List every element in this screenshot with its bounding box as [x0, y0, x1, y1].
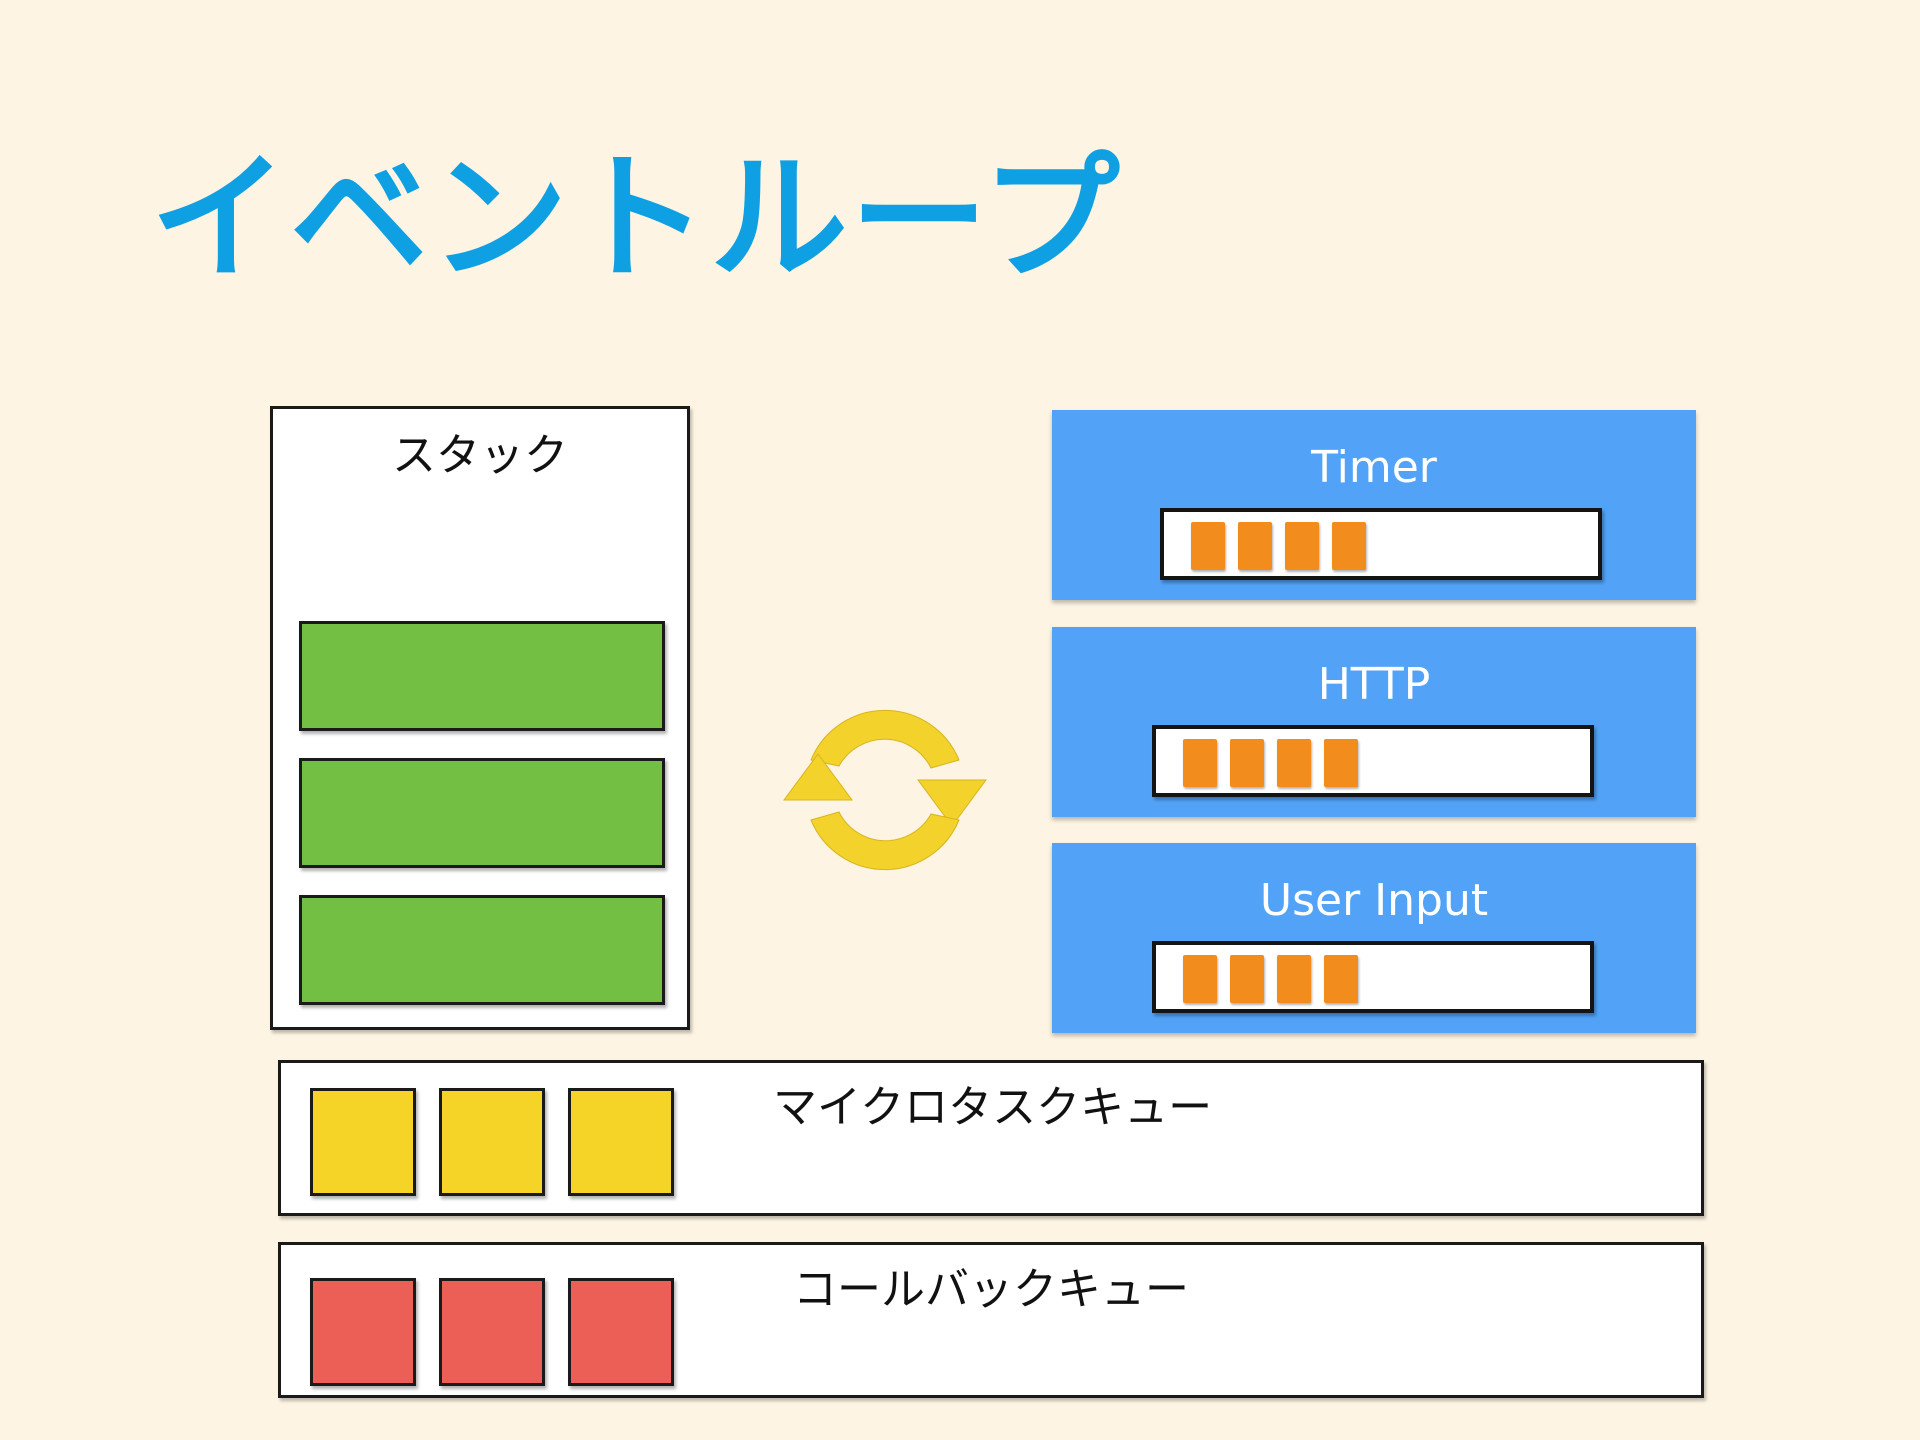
queue-label: マイクロタスクキュー — [773, 1082, 1213, 1133]
cycle-arrows-icon — [783, 709, 987, 871]
callback-item — [310, 1278, 416, 1386]
microtask-item — [439, 1088, 545, 1196]
callback-item — [439, 1278, 545, 1386]
microtask-queue: マイクロタスクキュー — [278, 1060, 1704, 1216]
http-queue — [1152, 725, 1594, 797]
queued-item — [1230, 739, 1264, 787]
user-input-queue — [1152, 941, 1594, 1013]
queued-item — [1277, 739, 1311, 787]
queued-item — [1238, 522, 1272, 570]
queued-item — [1324, 739, 1358, 787]
timer-queue — [1160, 508, 1602, 580]
api-label: Timer — [1311, 442, 1437, 493]
stack-frame — [299, 895, 665, 1005]
microtask-item — [310, 1088, 416, 1196]
callback-item — [568, 1278, 674, 1386]
page-title: イベントループ — [150, 138, 1122, 299]
call-stack: スタック — [270, 406, 690, 1030]
microtask-item — [568, 1088, 674, 1196]
queued-item — [1332, 522, 1366, 570]
queued-item — [1191, 522, 1225, 570]
api-label: HTTP — [1317, 659, 1431, 710]
stack-frame — [299, 621, 665, 731]
queued-item — [1230, 955, 1264, 1003]
queued-item — [1277, 955, 1311, 1003]
api-label: User Input — [1259, 875, 1489, 926]
web-api-timer: Timer — [1052, 410, 1696, 600]
queued-item — [1324, 955, 1358, 1003]
callback-queue: コールバックキュー — [278, 1242, 1704, 1398]
queue-label: コールバックキュー — [793, 1264, 1189, 1315]
queued-item — [1183, 739, 1217, 787]
queued-item — [1183, 955, 1217, 1003]
queued-item — [1285, 522, 1319, 570]
stack-label: スタック — [392, 430, 568, 481]
web-api-http: HTTP — [1052, 627, 1696, 817]
web-api-user-input: User Input — [1052, 843, 1696, 1033]
stack-frame — [299, 758, 665, 868]
